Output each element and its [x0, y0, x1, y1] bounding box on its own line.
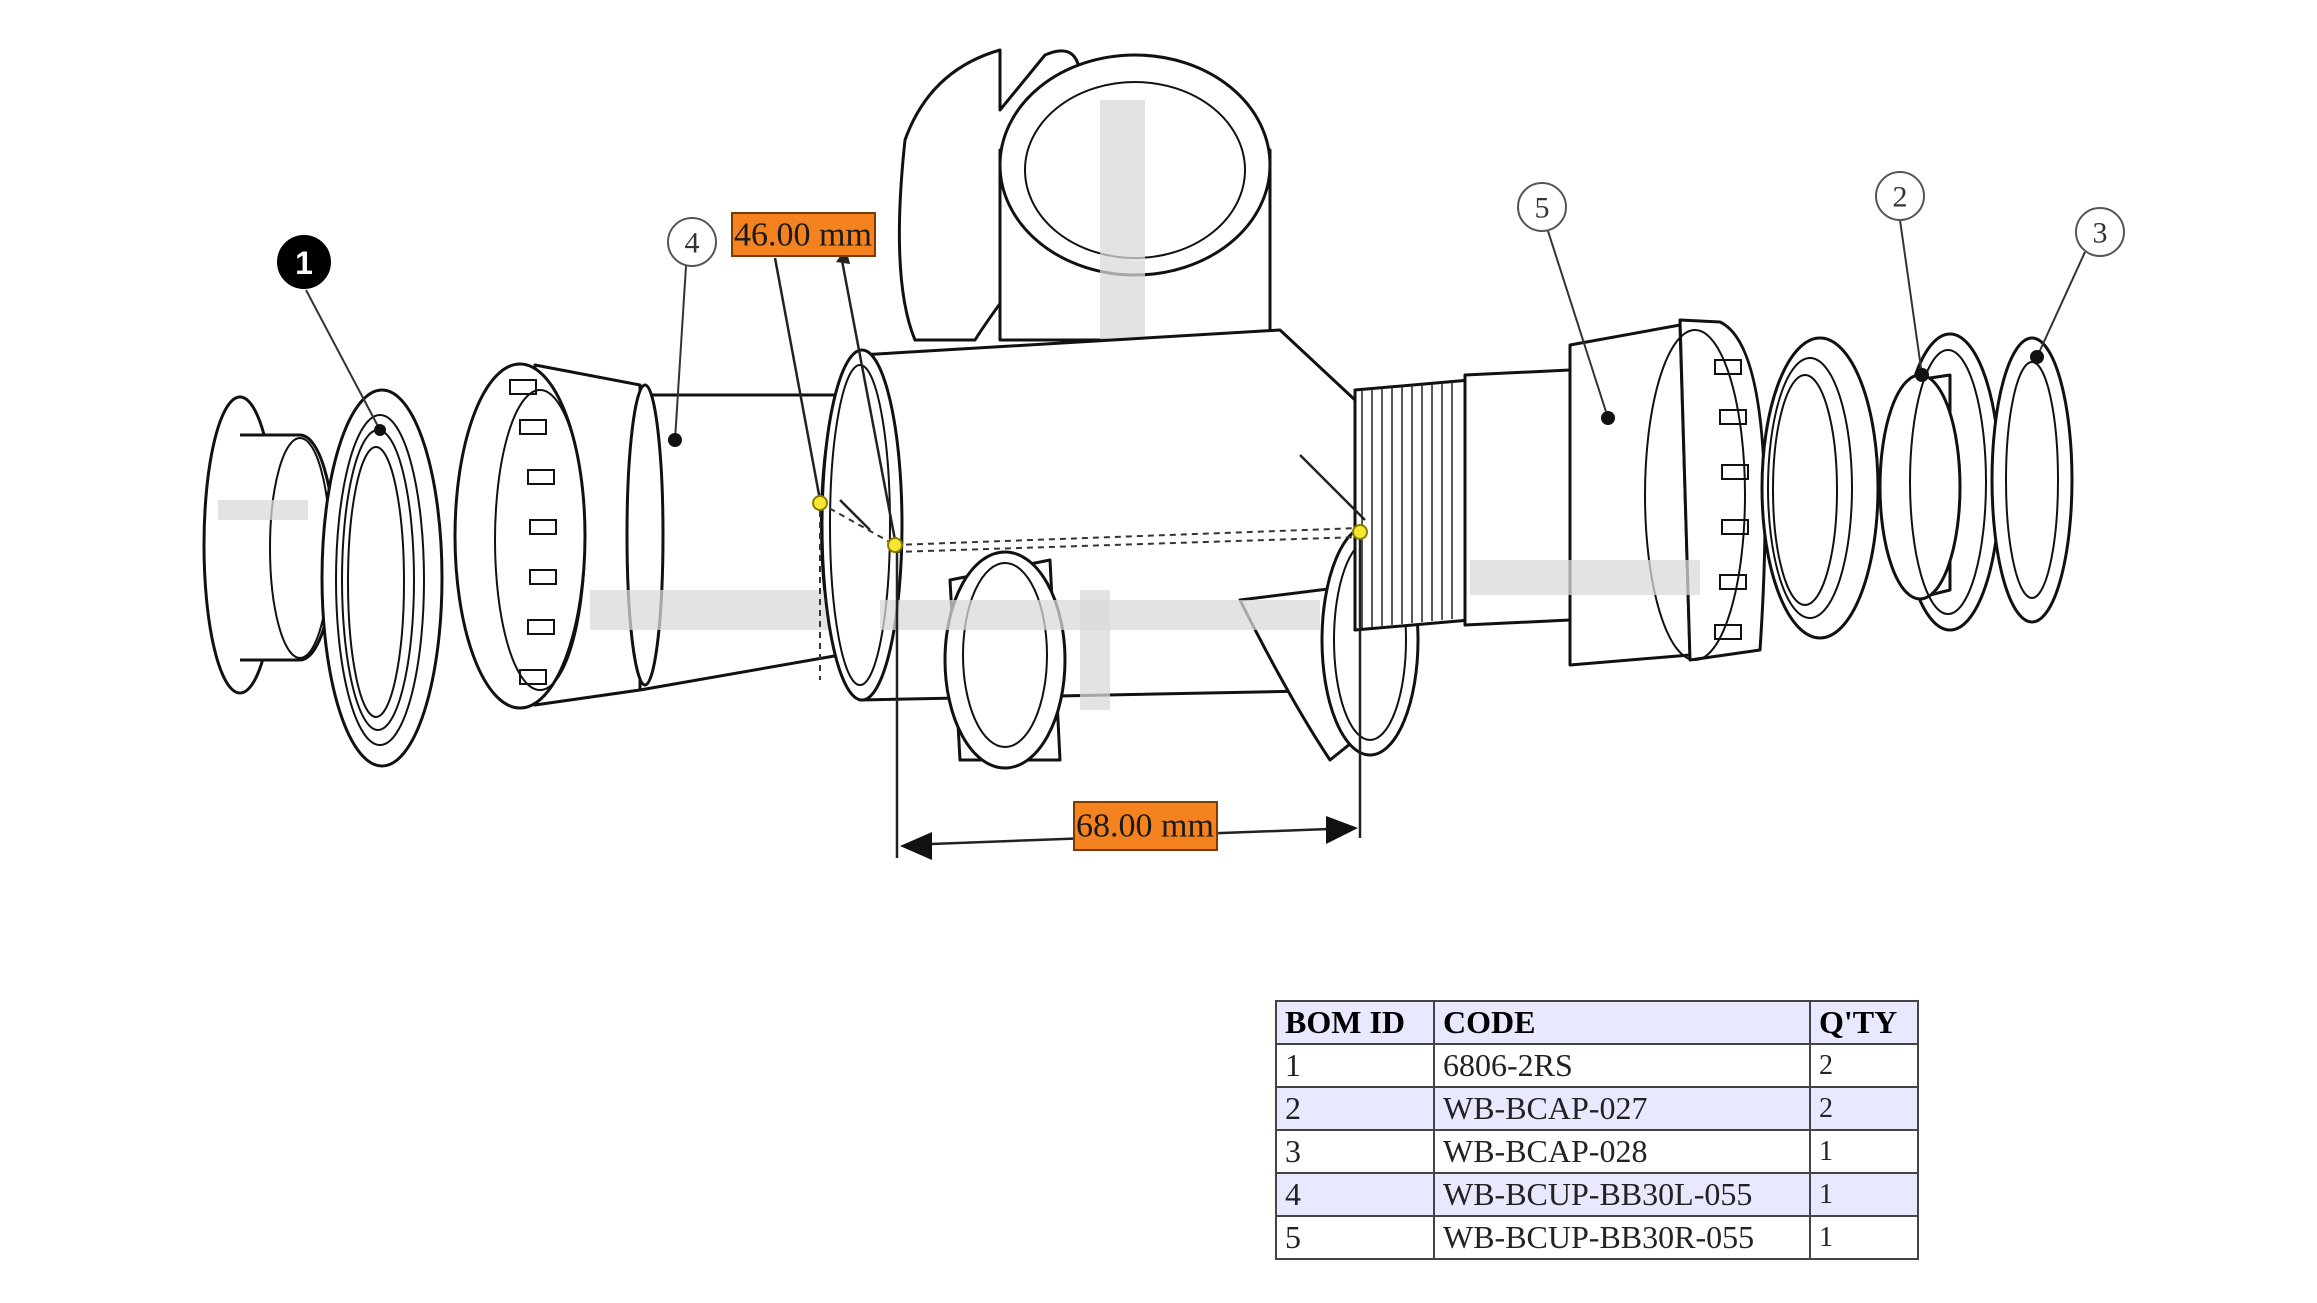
balloon-2[interactable]: 2 [1875, 171, 1929, 382]
bom-cell-qty: 1 [1809, 1215, 1919, 1260]
bom-cell-code: WB-BCAP-028 [1433, 1129, 1811, 1174]
bom-row[interactable]: 3 WB-BCAP-028 1 [1275, 1129, 1919, 1174]
bottom-bracket-shell[interactable] [820, 48, 1420, 770]
bom-row[interactable]: 4 WB-BCUP-BB30L-055 1 [1275, 1172, 1919, 1217]
balloon-3-label: 3 [2093, 217, 2108, 250]
bom-cell-qty: 2 [1809, 1086, 1919, 1131]
balloon-4-label: 4 [685, 227, 700, 260]
dimension-text-length: 68.00 mm [1076, 808, 1214, 845]
right-cup-bb30r[interactable] [1353, 318, 1767, 667]
right-bearing-cap-027[interactable] [1878, 332, 2002, 632]
ring-028[interactable] [1990, 336, 2074, 624]
bom-cell-code: 6806-2RS [1433, 1043, 1811, 1088]
bom-cell-code: WB-BCUP-BB30L-055 [1433, 1172, 1811, 1217]
bom-header-qty: Q'TY [1809, 1000, 1919, 1045]
bom-cell-qty: 1 [1809, 1172, 1919, 1217]
balloon-5-label: 5 [1535, 192, 1550, 225]
diameter-dimension [773, 248, 897, 680]
bom-header-code: CODE [1433, 1000, 1811, 1045]
balloon-4[interactable]: 4 [667, 217, 717, 447]
left-cup-bb30l[interactable] [453, 362, 870, 710]
bom-cell-code: WB-BCUP-BB30R-055 [1433, 1215, 1811, 1260]
left-bearing[interactable] [320, 388, 444, 768]
bom-row[interactable]: 5 WB-BCUP-BB30R-055 1 [1275, 1215, 1919, 1260]
balloon-2-label: 2 [1893, 181, 1908, 214]
bom-row[interactable]: 2 WB-BCAP-027 2 [1275, 1086, 1919, 1131]
balloon-1[interactable]: 1 [277, 235, 386, 436]
bom-cell-id: 1 [1275, 1043, 1435, 1088]
cross-mark [839, 499, 871, 531]
bom-header-row: BOM ID CODE Q'TY [1275, 1000, 1919, 1045]
bom-cell-id: 5 [1275, 1215, 1435, 1260]
dimension-text-diameter: 46.00 mm [734, 217, 872, 254]
balloon-1-label: 1 [295, 245, 313, 281]
bom-cell-id: 2 [1275, 1086, 1435, 1131]
left-bearing-cap[interactable] [202, 395, 336, 695]
balloon-3[interactable]: 3 [2030, 207, 2125, 364]
bom-cell-code: WB-BCAP-027 [1433, 1086, 1811, 1131]
right-bearing[interactable] [1760, 336, 1880, 640]
snap-points [812, 495, 1368, 553]
bom-cell-qty: 2 [1809, 1043, 1919, 1088]
dimension-label-length[interactable]: 68.00 mm [1073, 801, 1218, 851]
bom-table: BOM ID CODE Q'TY 1 6806-2RS 2 2 WB-BCAP-… [1275, 1000, 1919, 1260]
dimension-label-diameter[interactable]: 46.00 mm [731, 212, 876, 257]
bom-row[interactable]: 1 6806-2RS 2 [1275, 1043, 1919, 1088]
bom-cell-id: 3 [1275, 1129, 1435, 1174]
bom-header-id: BOM ID [1275, 1000, 1435, 1045]
bom-cell-id: 4 [1275, 1172, 1435, 1217]
bom-cell-qty: 1 [1809, 1129, 1919, 1174]
balloon-5[interactable]: 5 [1517, 182, 1615, 425]
